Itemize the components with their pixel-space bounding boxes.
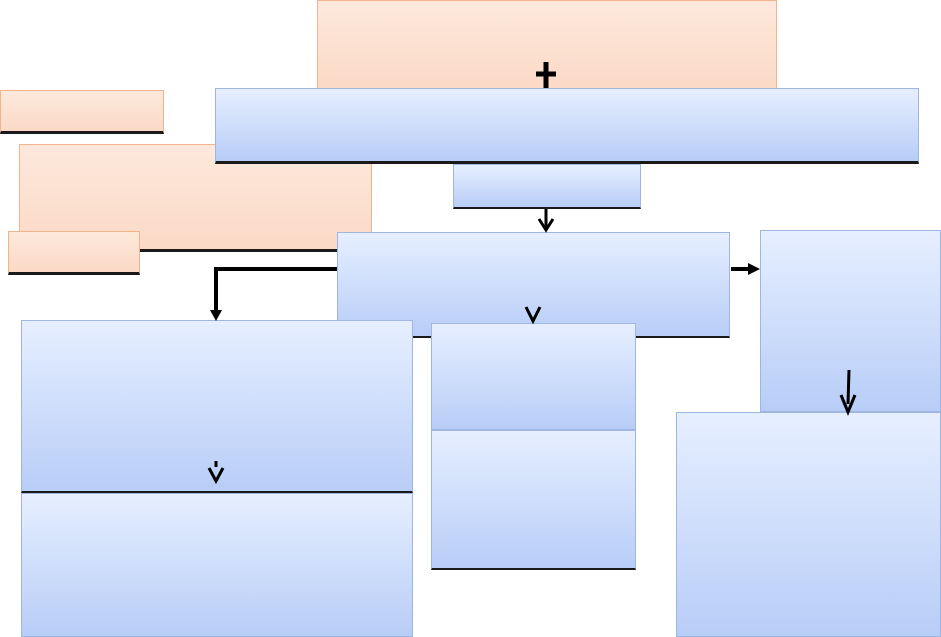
center-column-upper-blue-box [431,323,636,430]
top-wide-blue-box [215,88,919,164]
left-lower-blue-box [21,493,413,637]
down-arrow-icon [537,209,555,233]
top-center-peach-box [317,0,777,90]
left-bottom-small-peach-box [8,231,140,275]
left-small-peach-box [0,90,164,134]
right-bottom-blue-box [676,412,941,637]
elbow-arrow-icon [210,267,337,321]
right-top-blue-box [760,230,941,412]
left-upper-blue-box [21,320,413,493]
right-arrow-icon [731,263,760,275]
center-column-lower-blue-box [431,430,636,570]
top-center-small-blue-box [453,164,641,209]
